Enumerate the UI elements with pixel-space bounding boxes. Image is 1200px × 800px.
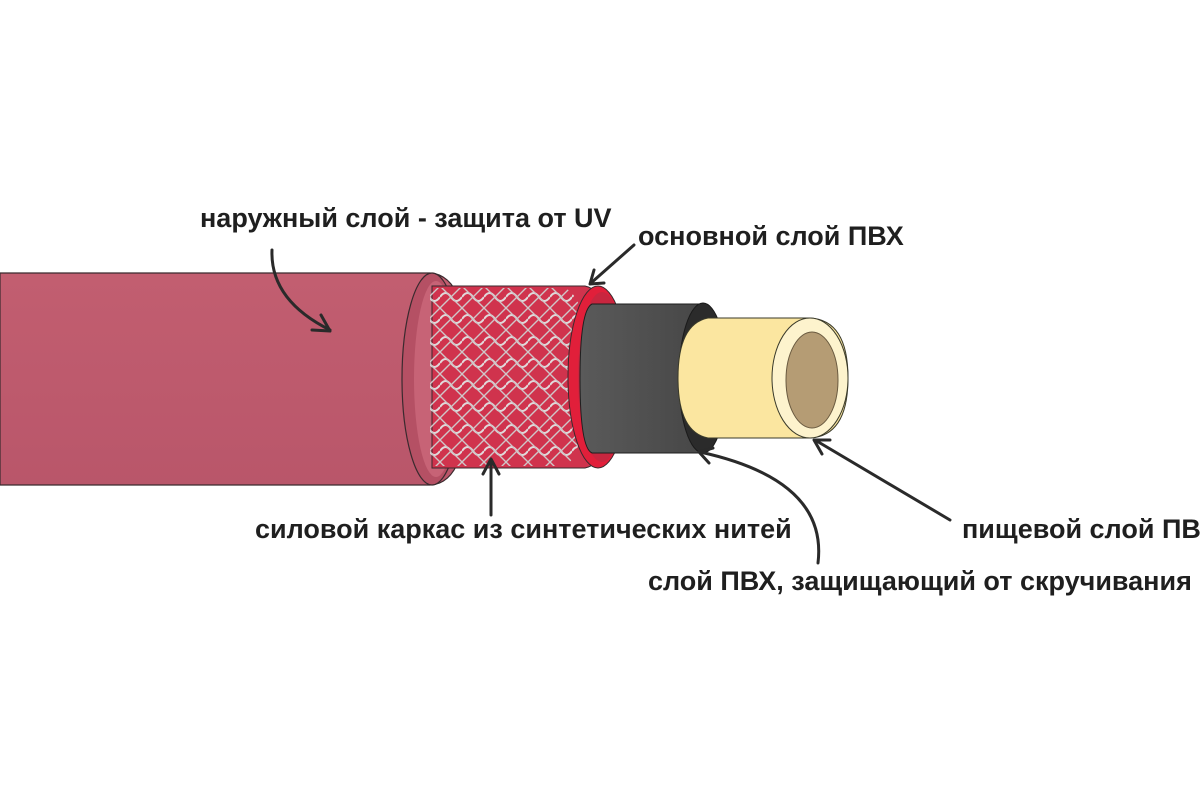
arrow-main-pvc-layer [588,243,636,286]
label-food-pvc-layer: пищевой слой ПВХ [962,514,1200,544]
arrow-reinforcement [481,457,501,517]
label-reinforcement: силовой каркас из синтетических нитей [255,514,792,544]
arrow-anti-twist-layer [697,446,821,565]
arrow-outer-layer [270,248,332,333]
label-outer-layer: наружный слой - защита от UV [200,203,612,233]
outer-layer [0,272,471,486]
label-main-pvc-layer: основной слой ПВХ [638,221,904,251]
arrow-food-pvc-layer [812,438,952,522]
food-pvc-layer [677,317,849,439]
label-anti-twist-layer: слой ПВХ, защищающий от скручивания [648,566,1192,596]
